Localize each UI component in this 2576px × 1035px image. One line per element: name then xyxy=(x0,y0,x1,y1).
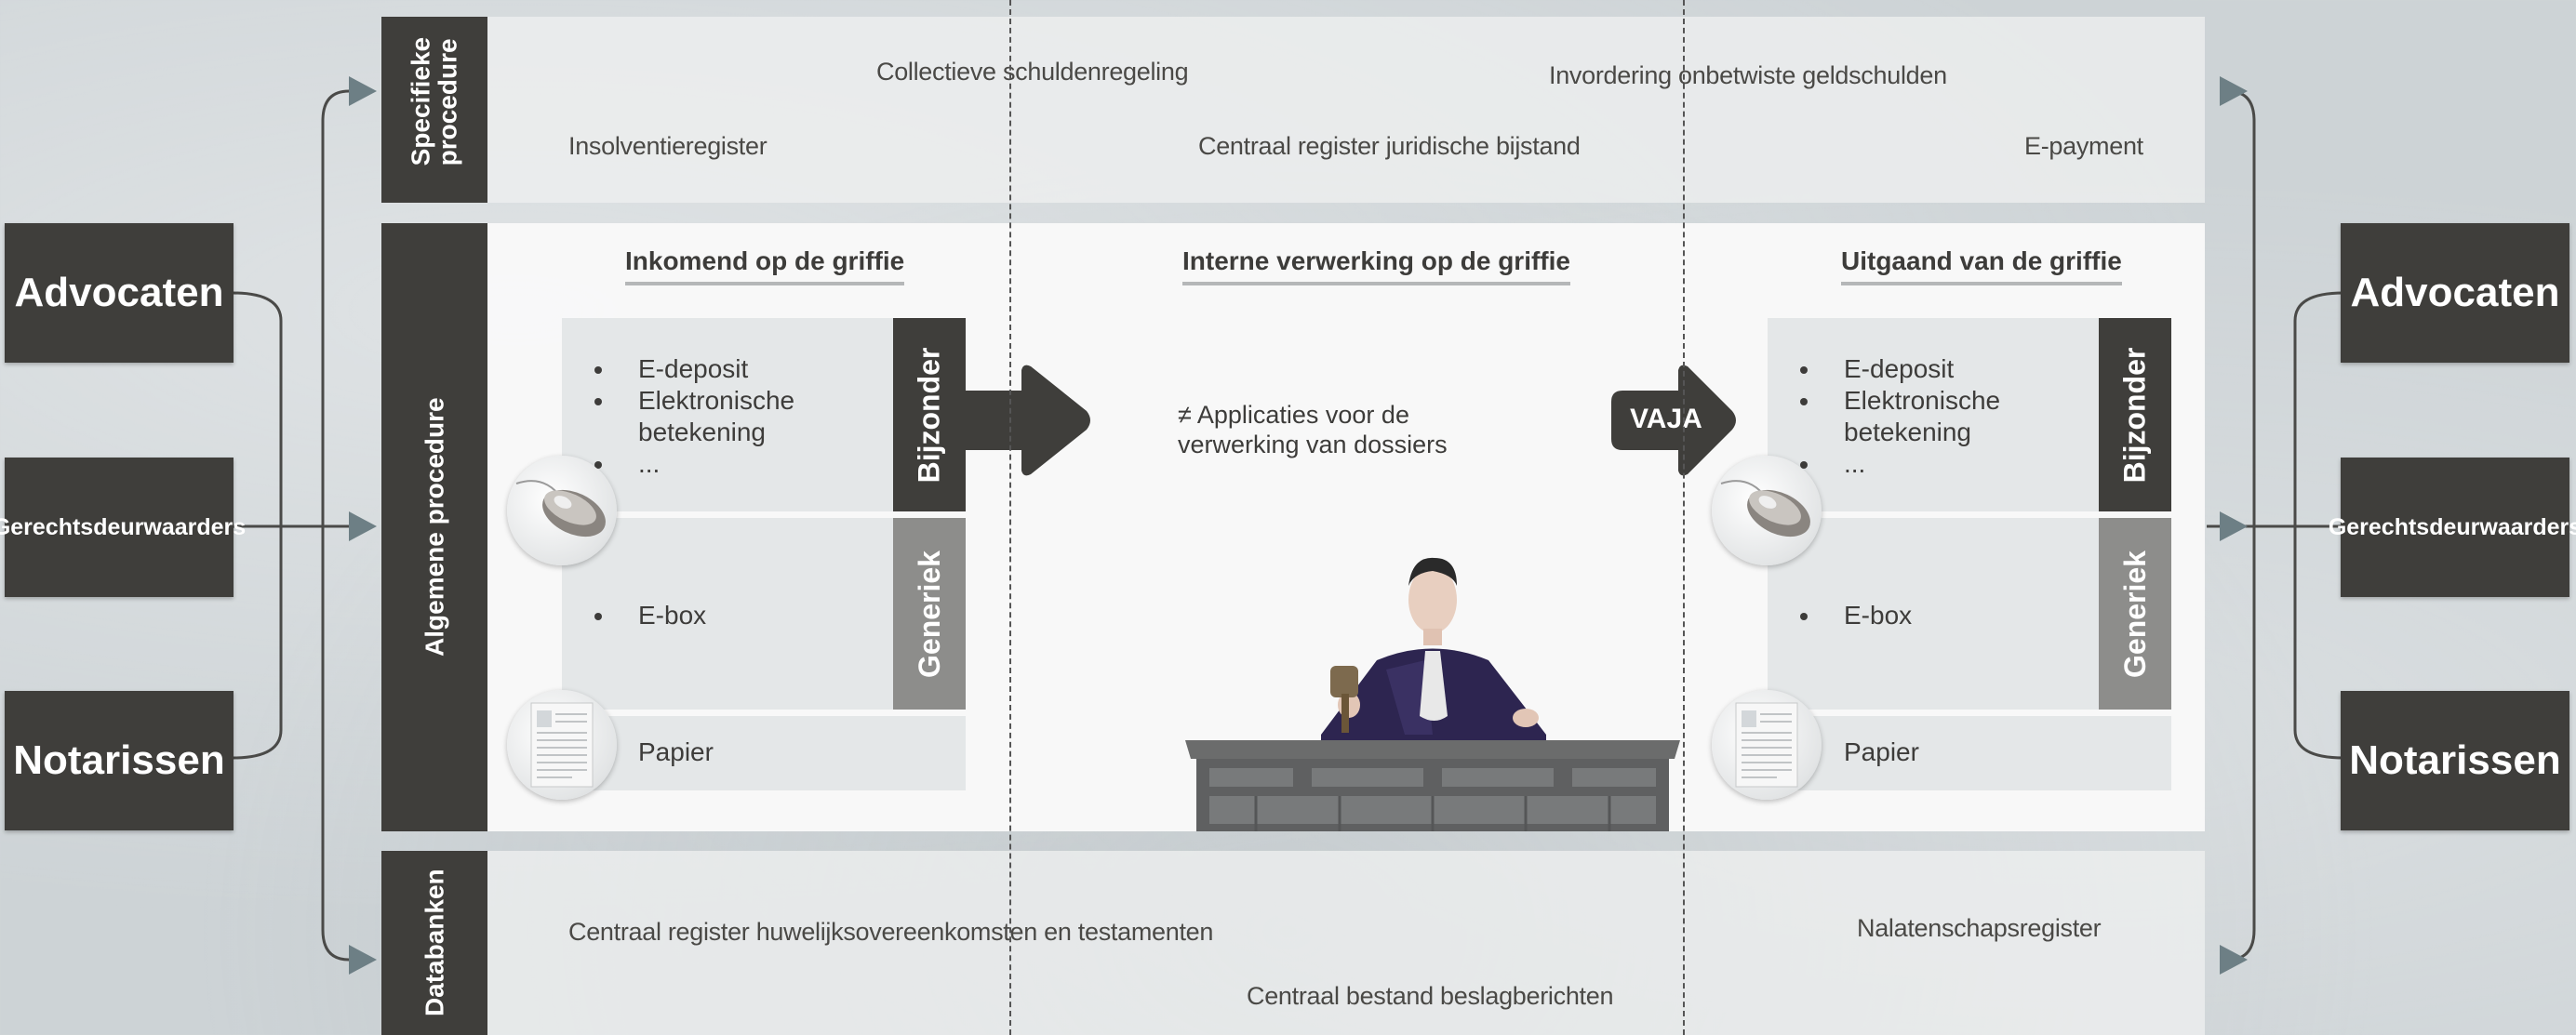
list-item: E-deposit xyxy=(616,353,893,385)
incoming-bijzonder-list: E-deposit Elektronische betekening ... xyxy=(562,318,893,480)
arrow-right-mid xyxy=(2220,511,2248,541)
databases-label-box: Databanken xyxy=(381,851,487,1035)
heading-incoming: Inkomend op de griffie xyxy=(625,246,905,285)
list-item: Papier xyxy=(616,736,966,768)
incoming-generiek-label: Generiek xyxy=(912,550,946,678)
internal-processing-text: ≠ Applicaties voor de verwerking van dos… xyxy=(1178,401,1448,458)
band-item-insolventie: Insolventieregister xyxy=(568,132,767,160)
incoming-bijzonder-box: E-deposit Elektronische betekening ... xyxy=(562,318,893,511)
actor-advocaten-left: Advocaten xyxy=(5,223,234,363)
vaja-label: VAJA xyxy=(1630,404,1702,434)
computer-mouse-icon xyxy=(507,456,617,565)
list-item: Elektronische betekening xyxy=(1822,385,2000,448)
specific-procedure-band xyxy=(381,17,2205,203)
actor-advocaten-right: Advocaten xyxy=(2341,223,2569,363)
outgoing-generiek-list: E-box xyxy=(1768,518,2099,631)
databases-band xyxy=(381,851,2205,1035)
list-item: E-deposit xyxy=(1822,353,2099,385)
flow-arrow-incoming xyxy=(966,365,1090,476)
arrow-right-bottom xyxy=(2220,945,2248,975)
outgoing-generiek-box: E-box xyxy=(1768,518,2099,710)
outgoing-bijzonder-label: Bijzonder xyxy=(2117,347,2152,483)
outgoing-generiek-tab: Generiek xyxy=(2099,518,2171,710)
incoming-bijzonder-label: Bijzonder xyxy=(912,347,946,483)
arrow-right-top xyxy=(2220,76,2248,106)
specific-procedure-label-box: Specifieke procedure xyxy=(381,17,487,203)
outgoing-bijzonder-tab: Bijzonder xyxy=(2099,318,2171,511)
band-item-collectieve: Collectieve schuldenregeling xyxy=(876,58,1189,86)
judge-illustration xyxy=(1185,557,1680,831)
dashed-separator-right xyxy=(1683,0,1685,1035)
computer-mouse-icon xyxy=(1712,456,1822,565)
list-item: Papier xyxy=(1822,736,2171,768)
paper-document-icon xyxy=(507,690,617,800)
band-item-juridische-bijstand: Centraal register juridische bijstand xyxy=(1198,132,1581,160)
list-item: E-box xyxy=(616,600,893,631)
band-item-invordering: Invordering onbetwiste geldschulden xyxy=(1549,61,1947,89)
heading-outgoing: Uitgaand van de griffie xyxy=(1841,246,2122,285)
paper-document-icon xyxy=(1712,690,1822,800)
list-item: E-box xyxy=(1822,600,2099,631)
db-item-huwelijk: Centraal register huwelijksovereenkomste… xyxy=(568,918,1214,946)
heading-internal: Interne verwerking op de griffie xyxy=(1182,246,1570,285)
outgoing-paper-box: Papier xyxy=(1768,716,2171,790)
actor-notarissen-right: Notarissen xyxy=(2341,691,2569,830)
band-item-epayment: E-payment xyxy=(2024,132,2143,160)
general-procedure-label: Algemene procedure xyxy=(420,397,449,657)
outgoing-paper-list: Papier xyxy=(1768,716,2171,768)
general-procedure-label-box: Algemene procedure xyxy=(381,223,487,831)
list-item: ... xyxy=(1822,448,2099,480)
outgoing-bijzonder-box: E-deposit Elektronische betekening ... xyxy=(1768,318,2099,511)
list-item: ... xyxy=(616,448,893,480)
actor-notarissen-left: Notarissen xyxy=(5,691,234,830)
db-item-beslagberichten: Centraal bestand beslagberichten xyxy=(1247,982,1614,1010)
incoming-generiek-list: E-box xyxy=(562,518,893,631)
incoming-bijzonder-tab: Bijzonder xyxy=(893,318,966,511)
outgoing-bijzonder-list: E-deposit Elektronische betekening ... xyxy=(1768,318,2099,480)
vaja-arrow xyxy=(1611,365,1736,476)
dashed-separator-left xyxy=(1009,0,1011,1035)
outgoing-generiek-label: Generiek xyxy=(2117,550,2152,678)
arrow-left-mid xyxy=(349,511,377,541)
list-item: Elektronische betekening xyxy=(616,385,794,448)
incoming-generiek-box: E-box xyxy=(562,518,893,710)
incoming-paper-list: Papier xyxy=(562,716,966,768)
arrow-left-top xyxy=(349,76,377,106)
actor-gerechtsdeurwaarders-left: Gerechtsdeurwaarders xyxy=(0,458,246,597)
incoming-generiek-tab: Generiek xyxy=(893,518,966,710)
incoming-paper-box: Papier xyxy=(562,716,966,790)
actor-gerechtsdeurwaarders-right: Gerechtsdeurwaarders xyxy=(2329,458,2576,597)
db-item-nalatenschap: Nalatenschapsregister xyxy=(1857,914,2102,942)
databases-label: Databanken xyxy=(420,869,449,1017)
arrow-left-bottom xyxy=(349,945,377,975)
specific-procedure-label: Specifieke procedure xyxy=(406,36,462,166)
